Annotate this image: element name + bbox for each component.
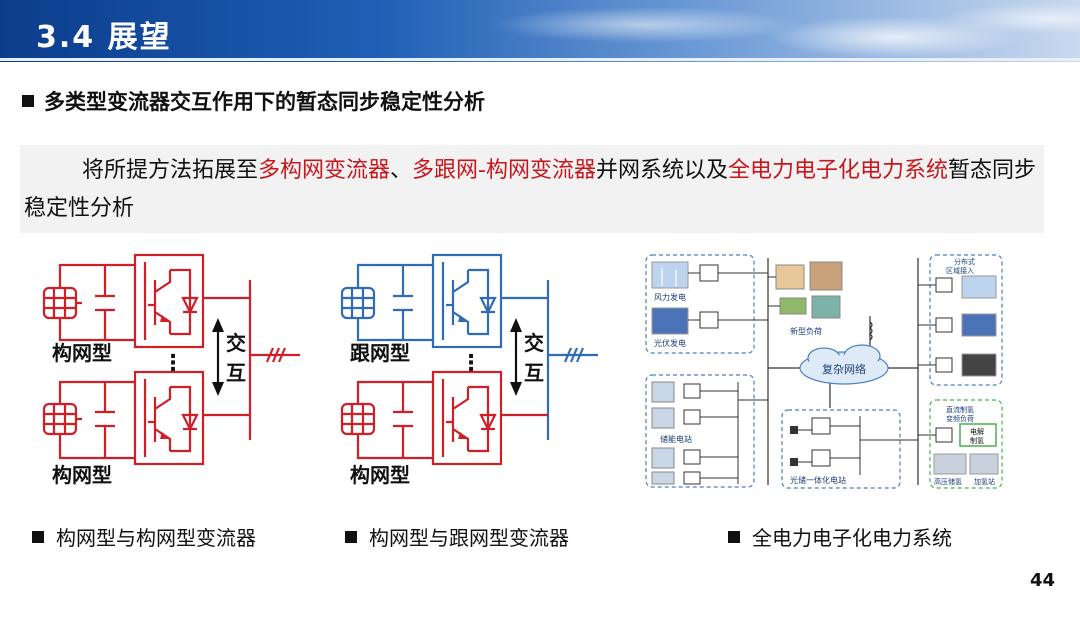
igbt-icon	[143, 262, 199, 340]
distributed-group	[929, 254, 1003, 386]
banner-divider	[0, 58, 1080, 61]
caption-gfm-gfm-text: 构网型与构网型变流器	[56, 526, 256, 550]
bullet-square-icon	[32, 531, 44, 543]
capacitor-icon	[393, 265, 413, 340]
ellipsis-dots: ⋮	[162, 351, 184, 376]
capacitor-icon	[95, 382, 115, 458]
interaction-arrow	[212, 318, 224, 396]
section-heading-text: 多类型变流器交互作用下的暂态同步稳定性分析	[44, 90, 485, 114]
caption-power-electronic-system: 全电力电子化电力系统	[728, 522, 952, 551]
battery-station-icon	[651, 381, 675, 485]
hydrogen-station-image	[969, 453, 999, 475]
pv-panel-image	[651, 307, 689, 335]
interaction-arrow	[510, 318, 522, 396]
label-grid-forming-top: 构网型	[52, 341, 112, 365]
label-grid-forming-bottom: 构网型	[52, 463, 112, 487]
cloud-network-icon	[799, 344, 889, 385]
distributed-storage-image	[961, 353, 997, 377]
paragraph-text-2: 、	[390, 158, 413, 183]
page-number: 44	[1030, 570, 1056, 591]
dc-source-icon	[340, 402, 376, 436]
figure-gfm-gfm: 交 互 ⋮ 构网型 构网型	[42, 253, 300, 487]
factory-icon	[809, 261, 843, 291]
paragraph-text-1: 将所提方法拓展至	[82, 158, 259, 183]
pv-storage-source-icon	[790, 426, 798, 466]
converter-icon	[699, 264, 719, 282]
house-icon	[775, 264, 805, 290]
converter-box	[133, 370, 205, 466]
ev-icon	[779, 297, 807, 315]
electrolysis-label-1: 电解	[970, 427, 984, 436]
converter-box	[133, 253, 205, 349]
sky-background	[460, 0, 1080, 62]
capacitor-icon	[95, 265, 115, 340]
hydrogen-group	[929, 399, 1003, 489]
paragraph: 将所提方法拓展至多构网变流器、多跟网-构网变流器并网系统以及全电力电子化电力系统…	[24, 152, 1040, 228]
bullet-square-icon	[22, 95, 34, 107]
converter-icon	[683, 383, 701, 485]
igbt-icon	[441, 379, 497, 457]
distributed-wind-image	[961, 275, 997, 299]
network-label: 复杂网络	[822, 362, 866, 376]
dc-source-icon	[42, 402, 78, 436]
paragraph-text-3: 并网系统以及	[596, 158, 729, 183]
interaction-label-2: 互	[524, 361, 544, 385]
interaction-label-1: 交	[226, 331, 246, 355]
hp-storage-label: 高压储氢	[934, 477, 962, 486]
caption-power-electronic-system-text: 全电力电子化电力系统	[752, 526, 952, 550]
new-load-label: 新型负荷	[790, 326, 822, 336]
igbt-icon	[441, 262, 497, 340]
storage-group	[645, 374, 755, 488]
converter-box	[431, 253, 503, 349]
highlight-multi-gfm: 多构网变流器	[258, 158, 391, 183]
converter-icon	[699, 311, 719, 329]
converter-icon	[935, 277, 953, 373]
caption-gfm-gfl-text: 构网型与跟网型变流器	[369, 526, 569, 550]
highlight-gfl-gfm: 多跟网-构网变流器	[412, 158, 596, 183]
caption-gfm-gfl: 构网型与跟网型变流器	[345, 522, 569, 551]
label-grid-following: 跟网型	[350, 341, 410, 365]
electrolysis-label-2: 制氢	[970, 436, 984, 445]
storage-label: 储能电站	[660, 434, 692, 444]
pv-label: 光伏发电	[654, 338, 686, 348]
converter-box	[431, 370, 503, 466]
caption-gfm-gfm: 构网型与构网型变流器	[32, 522, 256, 551]
bullet-square-icon	[345, 531, 357, 543]
converter-icon	[811, 417, 831, 467]
hydrogen-station-label: 加氢站	[974, 477, 995, 486]
bullet-square-icon	[728, 531, 740, 543]
wind-pv-group	[645, 254, 755, 354]
dc-source-icon	[340, 286, 376, 320]
figure-gfm-gfl: 交 互 ⋮ 跟网型 构网型	[340, 253, 598, 487]
figure-power-electronic-system: 复杂网络 风力发电 光伏发电 新型负荷 储能电站 光储一体化	[645, 254, 1003, 489]
paragraph-text-4: 暂态同步稳定性分析	[24, 158, 1037, 221]
converter-icon	[935, 427, 953, 443]
highlight-power-electronic-system: 全电力电子化电力系统	[728, 158, 949, 183]
pv-storage-group	[781, 409, 901, 489]
dc-source-icon	[42, 286, 78, 320]
section-heading: 多类型变流器交互作用下的暂态同步稳定性分析	[22, 86, 485, 116]
dc-load-label-2: 变频负荷	[946, 414, 974, 423]
igbt-icon	[143, 379, 199, 457]
slide-title: 3.4 展望	[36, 20, 172, 55]
data-center-icon	[811, 295, 841, 319]
distributed-pv-image	[961, 313, 997, 337]
wind-label: 风力发电	[654, 292, 686, 302]
title-banner: 3.4 展望	[0, 0, 1080, 62]
dc-load-label-1: 直流制氢	[946, 405, 974, 414]
capacitor-icon	[393, 382, 413, 458]
electrolyzer-icon	[959, 423, 997, 447]
interaction-label-1: 交	[524, 331, 544, 355]
distributed-label-2: 区域接入	[946, 266, 974, 275]
label-grid-forming: 构网型	[350, 463, 410, 487]
pv-storage-label: 光储一体化电站	[790, 475, 846, 485]
paragraph-box	[20, 145, 1044, 233]
interaction-label-2: 互	[226, 361, 246, 385]
wind-farm-image	[651, 261, 689, 289]
ellipsis-dots: ⋮	[460, 351, 482, 376]
hydrogen-storage-image	[933, 453, 967, 475]
distributed-label-1: 分布式	[954, 257, 975, 266]
